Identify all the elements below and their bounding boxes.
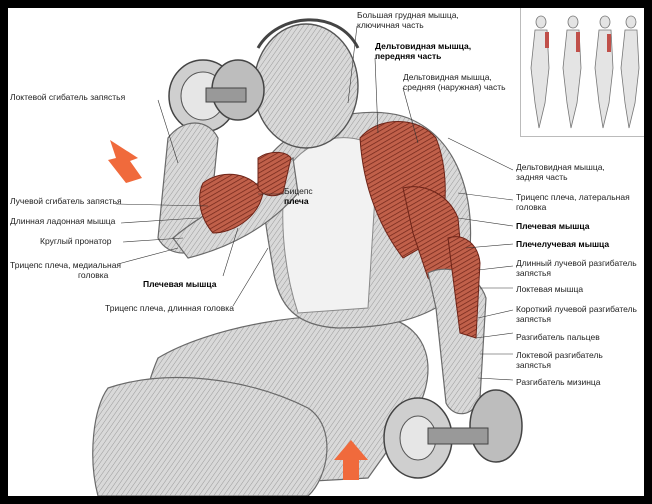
label-brachialis-left: Плечевая мышца	[143, 279, 217, 289]
label-ext-carpi-short-2: запястья	[516, 314, 552, 324]
label-ext-digitorum: Разгибатель пальцев	[516, 332, 600, 342]
label-ext-carpi-short-1: Короткий лучевой разгибатель	[516, 304, 637, 314]
label-triceps-lateral-2: головка	[516, 202, 547, 212]
label-delt-front-1: Дельтовидная мышца,	[375, 41, 472, 51]
label-pec-clavicular-1: Большая грудная мышца,	[357, 10, 459, 20]
label-pec-clavicular-2: ключичная часть	[357, 20, 424, 30]
label-biceps-1: Бицепс	[284, 186, 313, 196]
label-triceps-medial-2: головка	[78, 270, 109, 280]
label-ext-digiti-minimi: Разгибатель мизинца	[516, 377, 601, 387]
label-radial-wrist-flexor: Лучевой сгибатель запястья	[10, 196, 122, 206]
motion-arrow-left	[108, 140, 142, 183]
label-palmaris-longus: Длинная ладонная мышца	[10, 216, 116, 226]
motion-arrow-bottom	[334, 440, 368, 480]
label-wrist-flexor-top: Локтевой сгибатель запястья	[10, 92, 126, 102]
label-delt-front-2: передняя часть	[375, 51, 442, 61]
label-brachialis-right: Плечевая мышца	[516, 221, 590, 231]
left-arm-sketch	[157, 122, 299, 259]
legs-sketch	[92, 314, 429, 496]
label-brachioradialis: Плечелучевая мышца	[516, 239, 610, 249]
label-anconeus: Локтевая мышца	[516, 284, 584, 294]
label-delt-rear-1: Дельтовидная мышца,	[516, 162, 605, 172]
inset-figures	[520, 8, 644, 137]
label-pronator-teres: Круглый пронатор	[40, 236, 112, 246]
label-biceps-2: плеча	[284, 196, 309, 206]
right-arm-sketch	[359, 121, 487, 415]
label-ext-carpi-long-1: Длинный лучевой разгибатель	[516, 258, 637, 268]
label-delt-mid-1: Дельтовидная мышца,	[403, 72, 492, 82]
leader-lines	[115, 25, 514, 381]
label-ext-carpi-long-2: запястья	[516, 268, 552, 278]
diagram-frame: Локтевой сгибатель запястья Лучевой сгиб…	[8, 8, 644, 496]
label-ext-carpi-ulnaris-2: запястья	[516, 360, 552, 370]
dumbbell-top	[168, 59, 265, 133]
label-delt-mid-2: средняя (наружная) часть	[403, 82, 506, 92]
inset-sketch	[530, 15, 640, 129]
head-sketch	[253, 18, 360, 149]
label-delt-rear-2: задняя часть	[516, 172, 568, 182]
anatomy-illustration	[92, 18, 523, 496]
label-triceps-lateral-1: Трицепс плеча, латеральная	[516, 192, 630, 202]
dumbbell-bottom	[383, 389, 523, 479]
label-triceps-medial-1: Трицепс плеча, медиальная	[10, 260, 122, 270]
label-triceps-long: Трицепс плеча, длинная головка	[105, 303, 234, 313]
label-ext-carpi-ulnaris-1: Локтевой разгибатель	[516, 350, 603, 360]
